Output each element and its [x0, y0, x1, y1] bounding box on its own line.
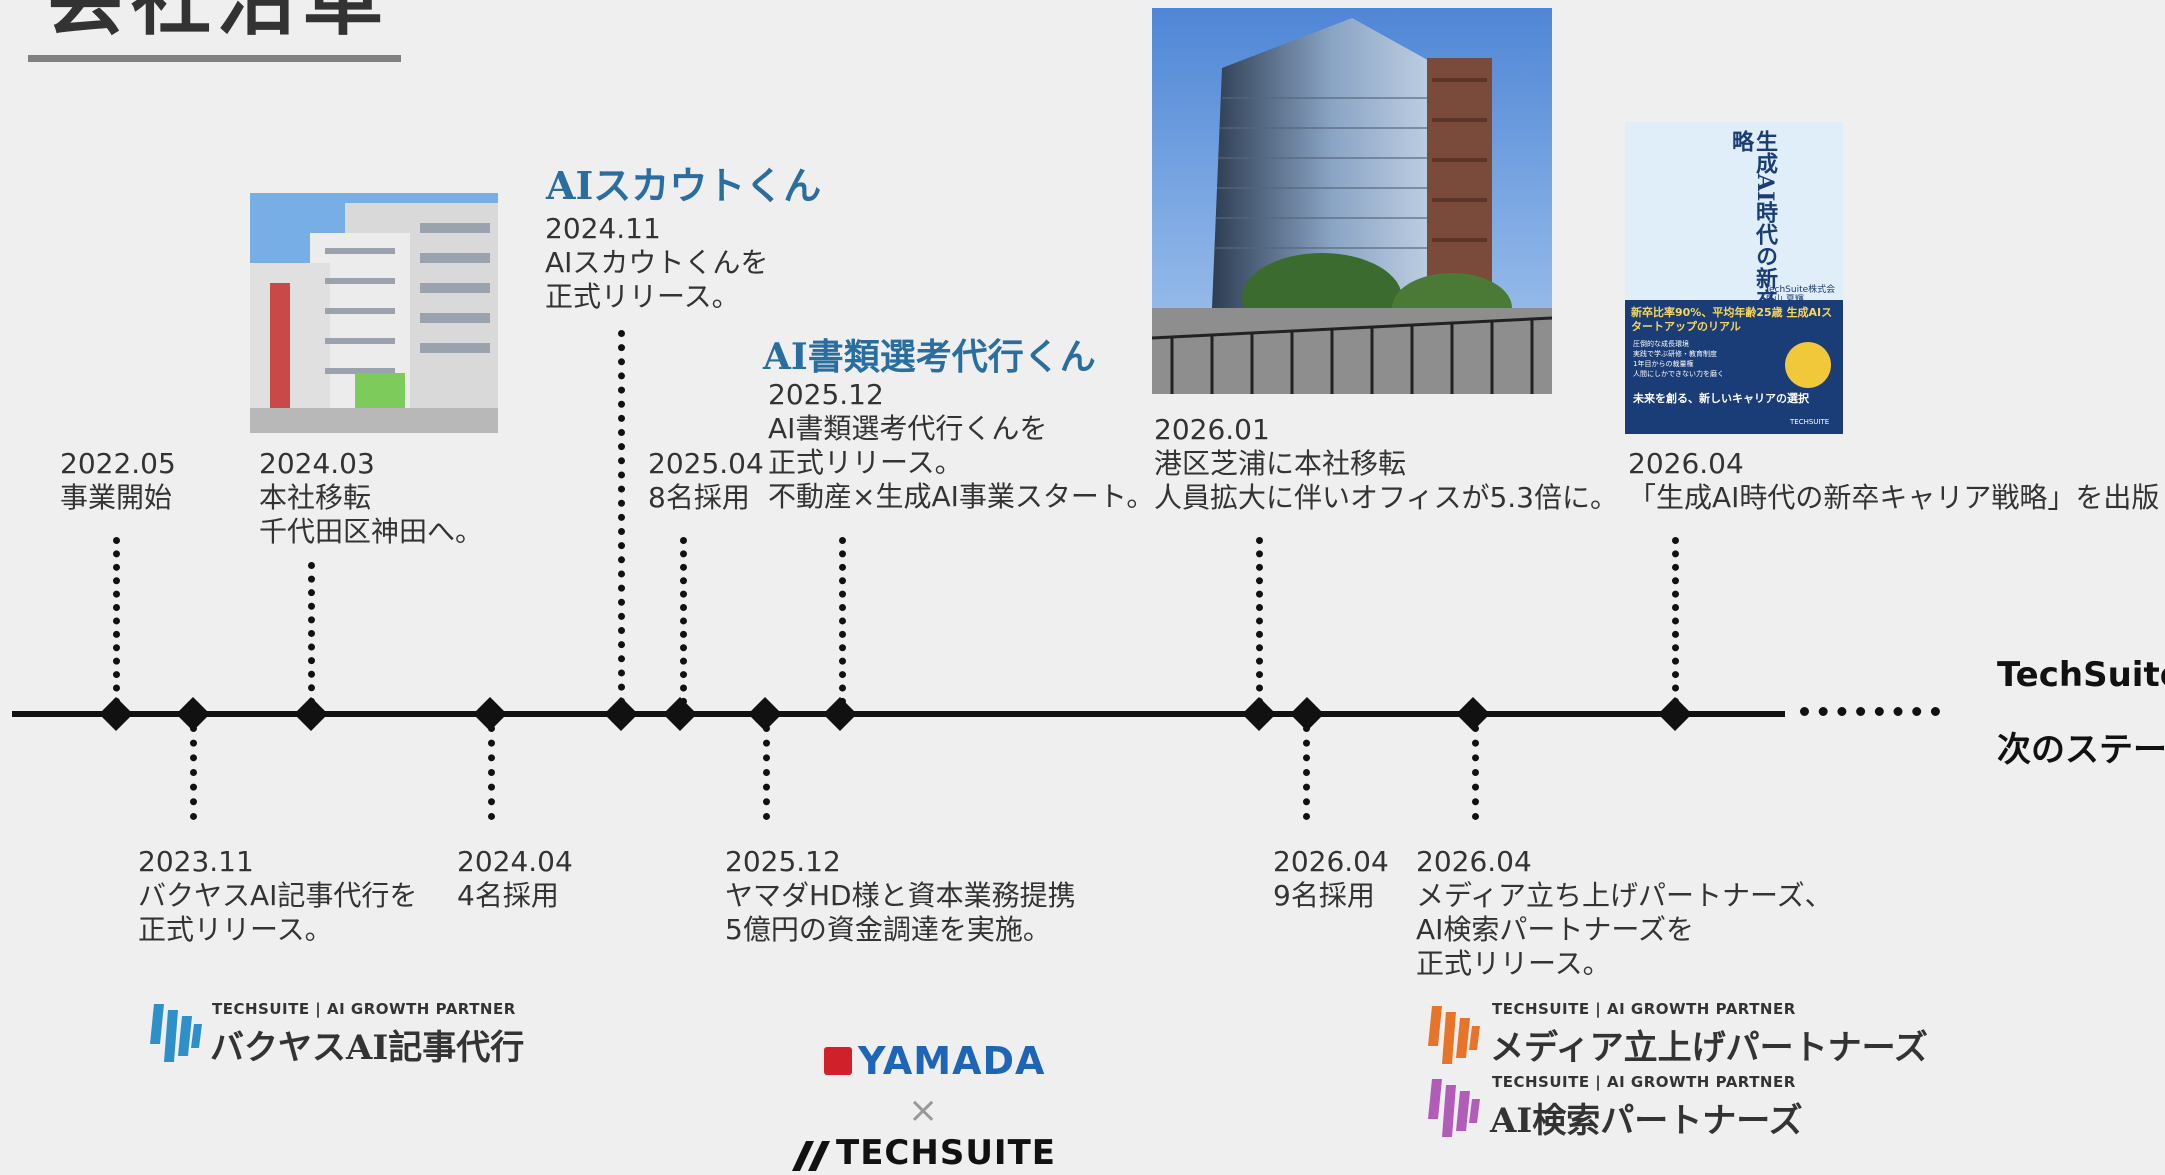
connector [113, 537, 120, 705]
timeline-marker [1242, 697, 1276, 731]
timeline-marker [823, 697, 857, 731]
media-name: メディア立上げパートナーズ [1490, 1028, 1928, 1068]
ai-screening-title: AI書類選考代行くん [763, 336, 1096, 378]
partnership-cross: × [908, 1090, 939, 1131]
connector [618, 330, 625, 705]
timeline-marker [1658, 697, 1692, 731]
book-author: 畠山 夏輝 [1765, 295, 1804, 305]
connector [308, 562, 315, 705]
connector [1256, 537, 1263, 705]
ai-search-name: AI検索パートナーズ [1490, 1101, 1803, 1141]
techsuite-logo: TECHSUITE [792, 1133, 1062, 1175]
connector [763, 725, 770, 820]
timeline-marker [99, 697, 133, 731]
timeline-marker [294, 697, 328, 731]
shibaura-office-photo [1151, 8, 1553, 394]
connector [680, 537, 687, 705]
book-bullets: 圧倒的な成長環境実践で学ぶ研修・教育制度 1年目からの裁量権人間にしかできない力… [1633, 340, 1724, 378]
book-footer: 未来を創る、新しいキャリアの選択 [1633, 392, 1809, 405]
bakuyasu-tag: TECHSUITE | AI GROWTH PARTNER [212, 1000, 516, 1018]
timeline-marker [604, 697, 638, 731]
techsuite-name: TECHSUITE [836, 1133, 1056, 1173]
timeline-axis [12, 711, 1785, 717]
media-partners-logo: TECHSUITE | AI GROWTH PARTNER メディア立上げパート… [1428, 1000, 1928, 1070]
book-title: 生成AI時代の新卒キャリア戦略 [1728, 130, 1778, 422]
book-brand: TECHSUITE [1790, 418, 1830, 426]
next-step-line1: TechSuite [1997, 655, 2165, 695]
event-2026-04-book: 2026.04「生成AI時代の新卒キャリア戦略」を出版 [1628, 447, 2160, 514]
media-mark-icon [1428, 1006, 1480, 1064]
ai-search-mark-icon [1428, 1079, 1480, 1137]
bakuyasu-name: バクヤスAI記事代行 [210, 1028, 525, 1068]
yamada-logo: YAMADA [824, 1039, 1044, 1083]
connector [1303, 725, 1310, 820]
yamada-name: YAMADA [858, 1039, 1046, 1083]
yamada-mark-icon [824, 1047, 852, 1075]
title-underline [28, 55, 401, 62]
timeline-continuation [1800, 707, 1940, 716]
bakuyasu-logo: TECHSUITE | AI GROWTH PARTNER バクヤスAI記事代行 [150, 1000, 524, 1070]
kanda-office-photo [250, 193, 498, 433]
next-step-line2: 次のステー [1997, 730, 2165, 770]
techsuite-mark-icon [792, 1141, 830, 1171]
ai-search-tag: TECHSUITE | AI GROWTH PARTNER [1492, 1073, 1796, 1091]
ai-search-partners-logo: TECHSUITE | AI GROWTH PARTNER AI検索パートナーズ [1428, 1073, 1868, 1143]
book-publisher: TechSuite株式会社 [1765, 285, 1836, 308]
page-title: 会社沿革 [45, 0, 389, 40]
connector [839, 537, 846, 705]
timeline-marker [663, 697, 697, 731]
bakuyasu-mark-icon [150, 1004, 202, 1062]
ai-scout-title: AIスカウトくん [546, 163, 822, 208]
connector [1672, 537, 1679, 705]
connector [488, 725, 495, 820]
book-cover: 生成AI時代の新卒キャリア戦略 TechSuite株式会社 畠山 夏輝 新卒比率… [1625, 122, 1843, 434]
book-tagline: 新卒比率90%、平均年齢25歳 生成AIスタートアップのリアル [1631, 306, 1833, 333]
connector [190, 725, 197, 820]
book-badge [1785, 342, 1831, 388]
connector [1472, 725, 1479, 820]
media-tag: TECHSUITE | AI GROWTH PARTNER [1492, 1000, 1796, 1018]
